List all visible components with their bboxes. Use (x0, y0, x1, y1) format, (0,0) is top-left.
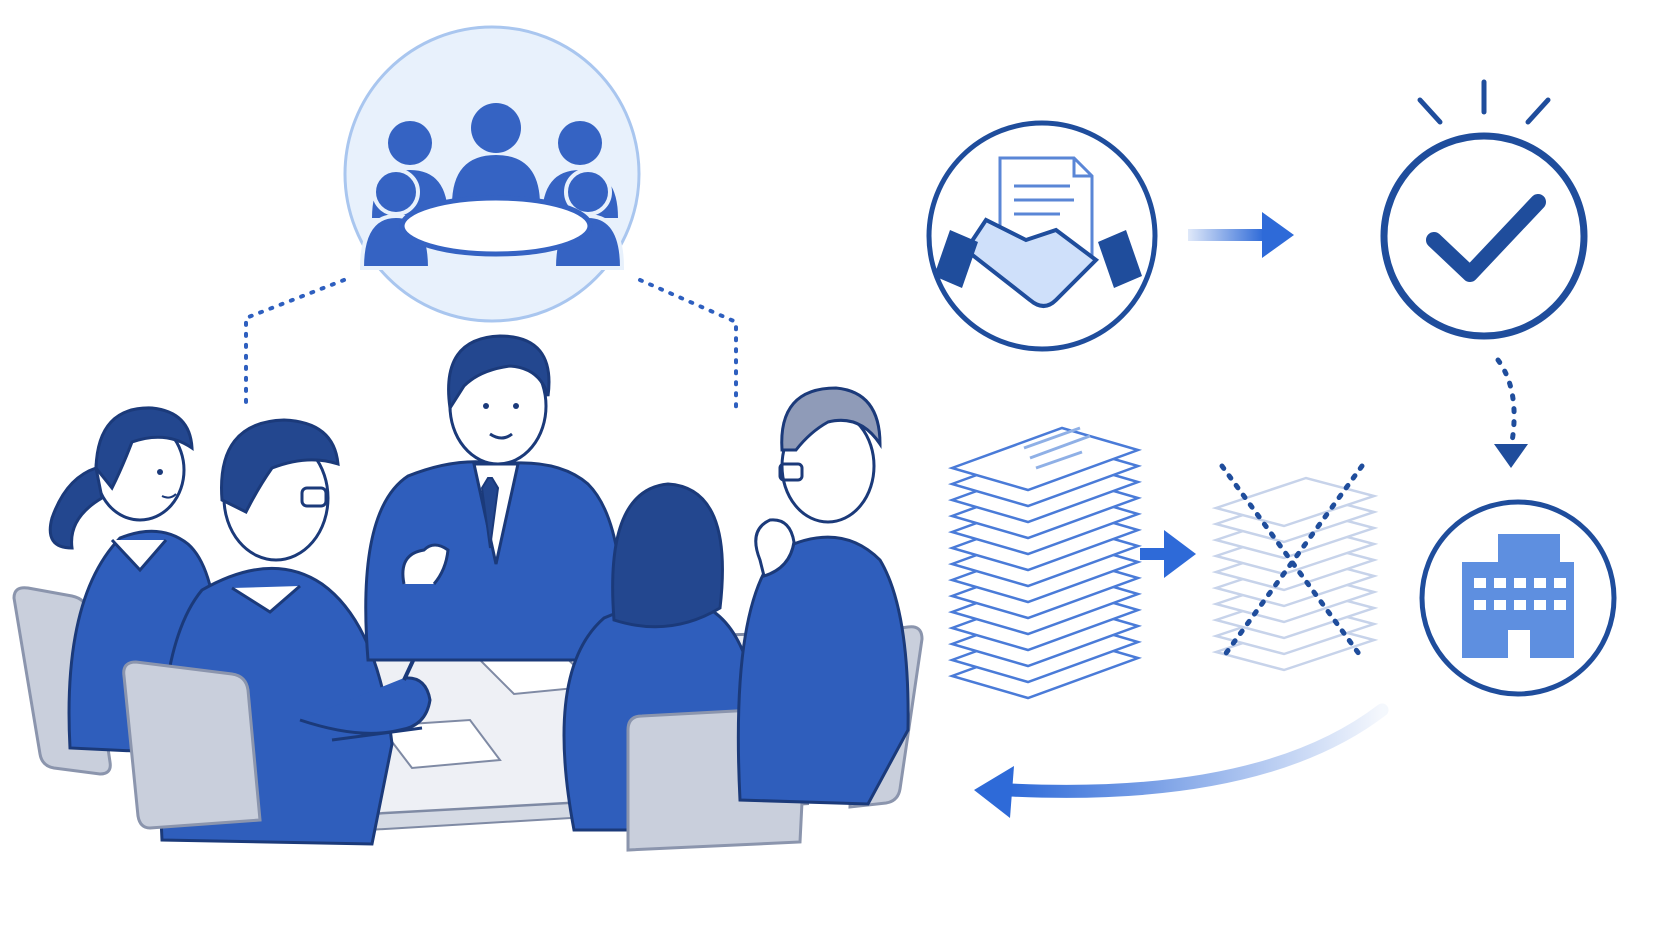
paper-stack-crossed-icon (1211, 463, 1379, 672)
chair (122, 660, 262, 830)
meeting-table-icon (343, 25, 641, 323)
flow-arrow (1140, 530, 1196, 578)
person-older-man-right (736, 386, 910, 806)
flow-arrow (1188, 212, 1294, 258)
handshake-document-icon (926, 120, 1158, 352)
office-building-icon (1419, 499, 1617, 697)
dotted-connector (244, 278, 738, 412)
dotted-arrow (1494, 357, 1528, 468)
return-arrow (974, 703, 1389, 818)
paper-stack-icon (947, 426, 1143, 700)
checkmark-circle-icon (1380, 79, 1588, 340)
person-man-center (364, 334, 625, 662)
